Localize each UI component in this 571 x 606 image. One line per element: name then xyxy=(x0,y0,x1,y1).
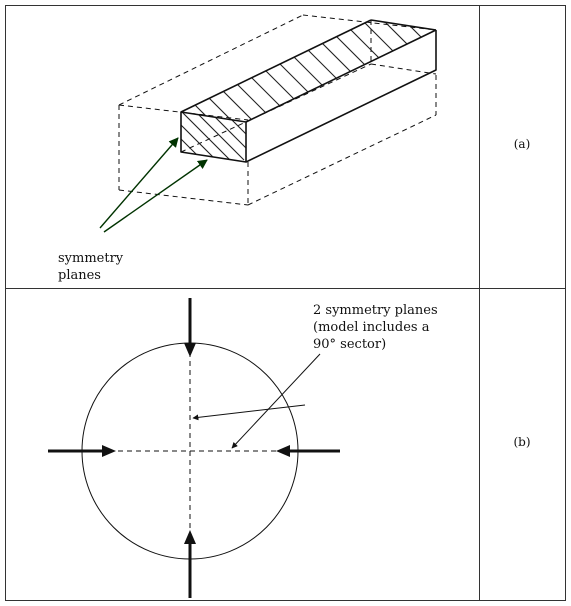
symmetry-label-line3: 90° sector) xyxy=(313,337,386,352)
symmetry-label-leaders xyxy=(192,353,321,449)
table-grid xyxy=(5,5,566,601)
caption-a: (a) xyxy=(514,137,531,151)
symmetry-planes-label-line2: planes xyxy=(58,268,101,283)
load-arrows xyxy=(48,298,340,598)
load-arrow-bottom xyxy=(184,530,196,598)
load-arrow-left xyxy=(48,445,116,457)
symmetry-label-line2: (model includes a xyxy=(313,320,430,335)
panel-a-diagram: symmetry planes xyxy=(58,14,437,283)
dashed-bounding-box xyxy=(118,14,437,206)
quarter-model-outline xyxy=(180,19,437,163)
panel-b-diagram: 2 symmetry planes (model includes a 90° … xyxy=(48,298,438,598)
top-face-hatching xyxy=(181,20,436,122)
load-arrow-right xyxy=(276,445,340,457)
symmetry-plane-dashes xyxy=(82,343,298,559)
symmetry-planes-label-line1: symmetry xyxy=(58,251,124,266)
symmetry-label-line1: 2 symmetry planes xyxy=(313,303,438,318)
symmetry-plane-arrows xyxy=(99,137,208,233)
caption-b: (b) xyxy=(513,435,530,449)
load-arrow-top xyxy=(184,298,196,357)
front-face-hatching xyxy=(181,112,246,161)
